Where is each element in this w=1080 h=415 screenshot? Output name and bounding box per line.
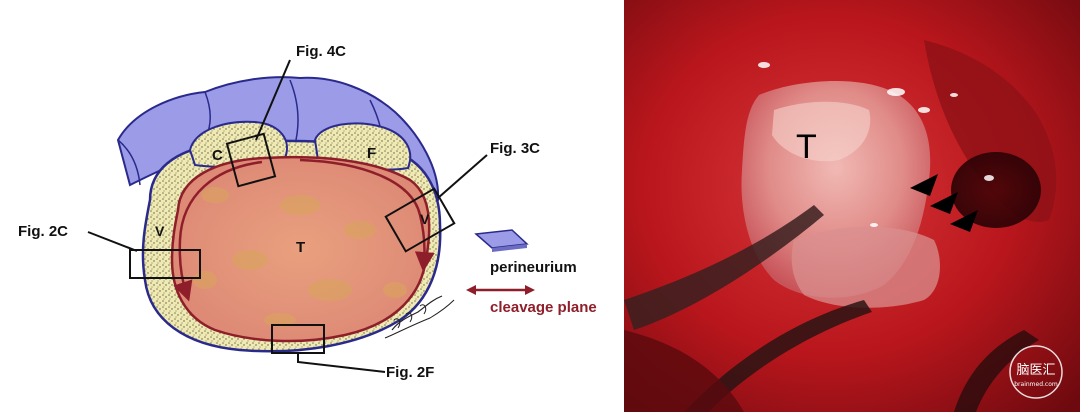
legend-perineurium-label: perineurium: [490, 259, 577, 276]
box-fig-4c: [225, 132, 277, 188]
legend-perineurium: perineurium: [474, 229, 577, 276]
legend-cleavage-plane: cleavage plane: [466, 285, 597, 316]
region-label-f: F: [367, 145, 376, 162]
region-label-v-right: V: [420, 211, 430, 227]
arrowhead-1: [910, 174, 938, 196]
intraoperative-photo: T 脑医汇 brainmed.com: [624, 0, 1080, 412]
legend-cleavage-label: cleavage plane: [490, 299, 597, 316]
photo-label-t: T: [796, 128, 817, 166]
nerve-cross-section-diagram: C F V V T Fig. 4C Fig. 3C Fig. 2C Fig. 2…: [18, 43, 597, 381]
surgical-instrument-lower: [684, 300, 872, 412]
watermark-text-en: brainmed.com: [1014, 381, 1058, 388]
region-label-t: T: [296, 239, 305, 256]
dark-tissue-lower-left: [624, 330, 744, 412]
box-fig-3c: [384, 187, 456, 253]
watermark-logo: 脑医汇 brainmed.com: [1009, 345, 1063, 399]
capsule-membrane: [791, 226, 940, 308]
leader-fig-3c: [437, 154, 488, 199]
arrowhead-2: [930, 192, 958, 214]
suction-tip-lower-right: [954, 330, 1039, 412]
watermark-text-cn: 脑医汇: [1016, 363, 1055, 378]
leader-fig-4c: [255, 59, 291, 141]
tumor-mottle: [193, 187, 407, 327]
region-label-v-left: V: [155, 223, 165, 239]
leader-fig-2c: [87, 231, 138, 252]
arrowhead-3: [950, 210, 978, 232]
box-fig-2c: [129, 249, 201, 279]
cleavage-plane-arrow-left: [173, 160, 263, 302]
label-fig-4c: Fig. 4C: [296, 43, 346, 60]
specular-highlights: [758, 62, 994, 227]
cleavage-plane-arrow-right: [299, 158, 435, 272]
dark-pool: [951, 152, 1041, 228]
region-label-c: C: [212, 147, 223, 164]
label-fig-3c: Fig. 3C: [490, 140, 540, 157]
arrowhead-markers: [910, 174, 978, 232]
artist-signature: [384, 295, 455, 339]
label-fig-2c: Fig. 2C: [18, 223, 68, 240]
leader-fig-2f: [297, 352, 386, 373]
label-fig-2f: Fig. 2F: [386, 364, 434, 381]
surgical-instrument-left: [624, 205, 824, 330]
tumor-sheen: [772, 101, 871, 162]
